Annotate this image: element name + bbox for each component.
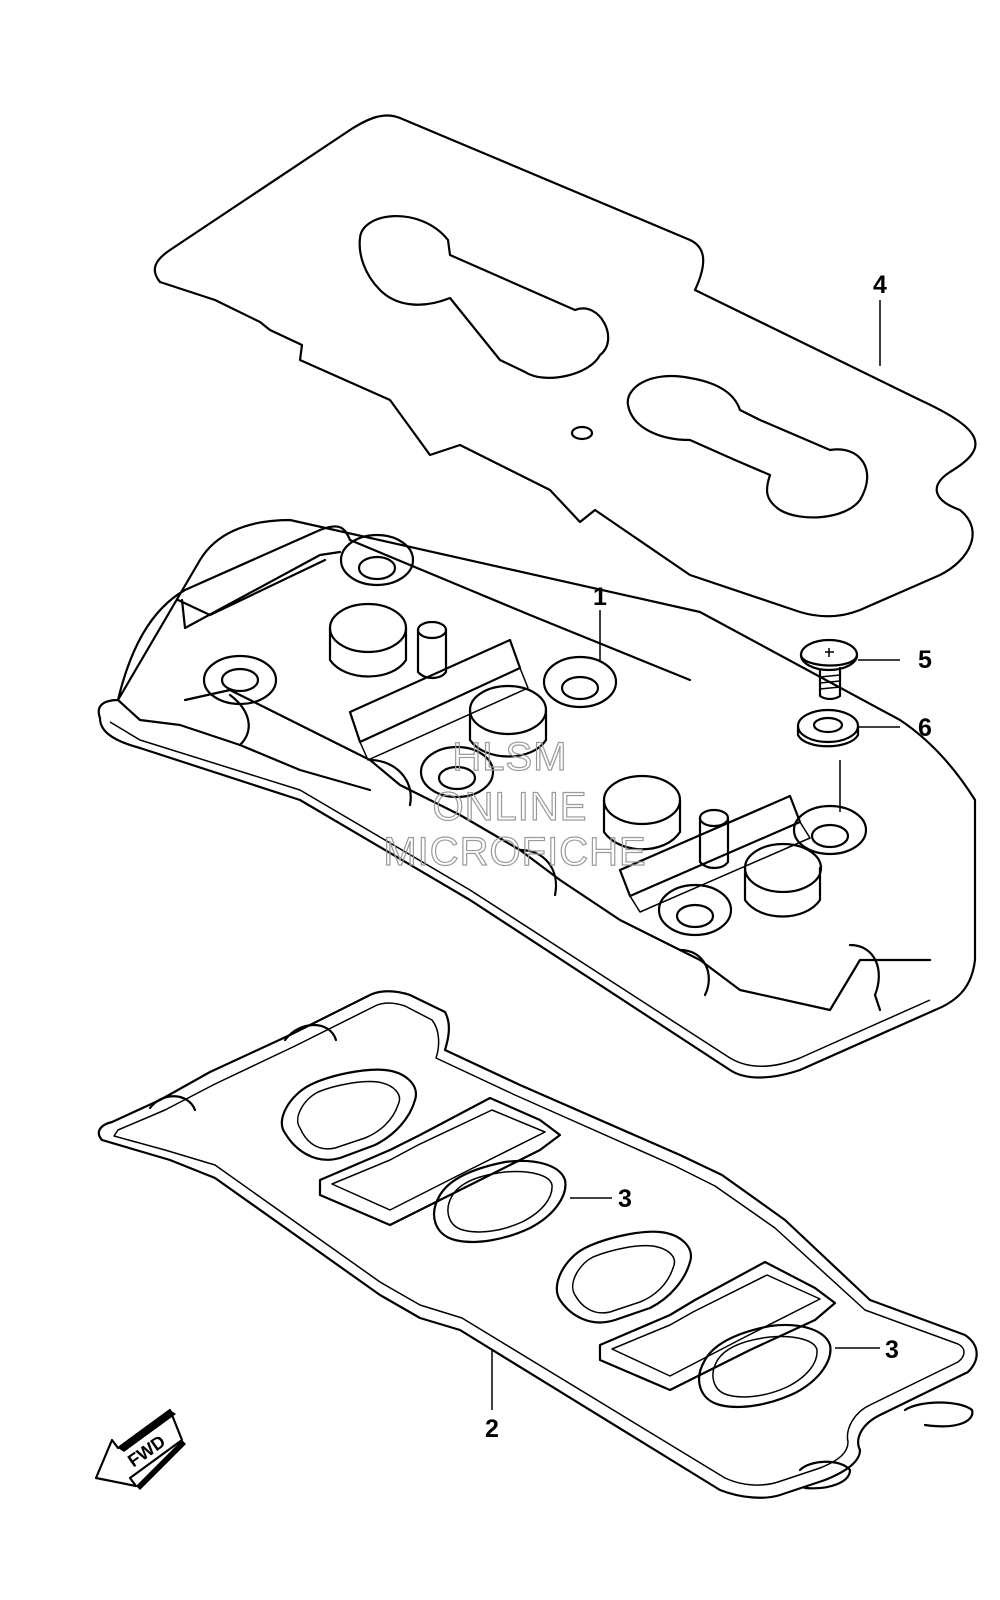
- callout-2: 2: [485, 1415, 499, 1443]
- watermark-line2: ONLINE: [433, 785, 588, 829]
- callout-labels: 4 1 5 6 3 3 2: [485, 271, 932, 1443]
- watermark: HLSM ONLINE MICROFICHE: [383, 734, 647, 874]
- part-4-cover-gasket: [153, 114, 977, 618]
- part-5-bolt: [799, 638, 859, 701]
- callout-3-lower: 3: [885, 1336, 899, 1364]
- leader-lines: [491, 300, 900, 1410]
- callout-3-upper: 3: [618, 1185, 632, 1213]
- callout-6: 6: [918, 714, 932, 742]
- callout-4: 4: [873, 271, 887, 299]
- part-6-washer: [796, 708, 860, 748]
- callout-1: 1: [593, 583, 607, 611]
- fwd-arrow: FWD: [94, 1408, 186, 1490]
- part-2-head-cover-gasket: [97, 990, 978, 1499]
- callout-5: 5: [918, 646, 932, 674]
- part-3-plug-hole-gaskets: [280, 1068, 837, 1408]
- watermark-line3: MICROFICHE: [383, 830, 646, 874]
- part-1-cylinder-head-cover: [97, 518, 977, 1079]
- watermark-line1: HLSM: [452, 735, 567, 779]
